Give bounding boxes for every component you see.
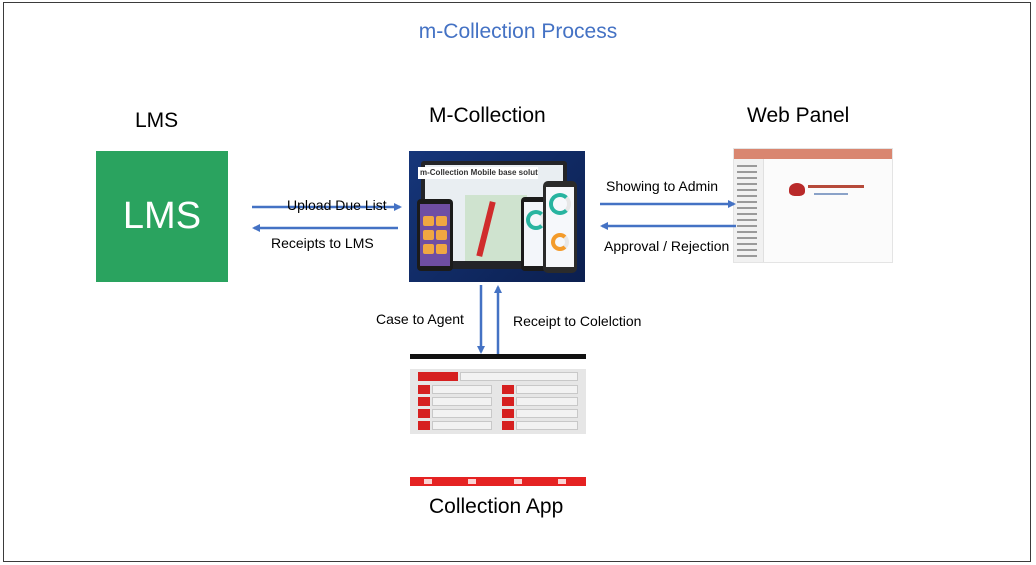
tablet-tile bbox=[423, 230, 434, 240]
sidebar-line bbox=[737, 177, 757, 179]
app-menu-button bbox=[516, 397, 578, 406]
tablet-tile bbox=[436, 244, 447, 254]
sidebar-line bbox=[737, 243, 757, 245]
lms-box-label: LMS bbox=[122, 195, 202, 237]
m-collection-headline: m-Collection Mobile base solution bbox=[418, 167, 538, 179]
company-logo-icon bbox=[789, 183, 805, 196]
donut-chart-icon bbox=[551, 233, 569, 251]
map-illustration bbox=[465, 195, 527, 261]
app-menu-icon bbox=[502, 421, 514, 430]
sidebar-line bbox=[737, 219, 757, 221]
edge-label-approval-rejection: Approval / Rejection bbox=[604, 238, 730, 254]
edge-label-showing-to-admin: Showing to Admin bbox=[606, 178, 719, 194]
tablet-screen bbox=[420, 204, 450, 266]
sidebar-line bbox=[737, 201, 757, 203]
company-name-line bbox=[808, 185, 864, 188]
app-menu-button bbox=[516, 385, 578, 394]
sidebar-line bbox=[737, 249, 757, 251]
phone-illustration-large bbox=[543, 181, 577, 273]
app-menu-button bbox=[432, 421, 492, 430]
sidebar-line bbox=[737, 231, 757, 233]
lms-heading: LMS bbox=[135, 109, 179, 132]
app-menu-button bbox=[516, 409, 578, 418]
sidebar-line bbox=[737, 165, 757, 167]
app-bottom-nav bbox=[410, 477, 586, 486]
nav-icon bbox=[424, 479, 432, 484]
sidebar-line bbox=[737, 213, 757, 215]
edge-label-upload-due-list: Upload Due List bbox=[287, 197, 387, 213]
collection-app-heading: Collection App bbox=[429, 495, 564, 518]
nav-icon bbox=[558, 479, 566, 484]
sidebar-line bbox=[737, 255, 757, 257]
web-panel-heading: Web Panel bbox=[747, 104, 850, 127]
nav-icon bbox=[514, 479, 522, 484]
app-header bbox=[410, 359, 586, 369]
phone-screen-large bbox=[546, 187, 574, 267]
app-menu-icon bbox=[502, 409, 514, 418]
m-collection-heading: M-Collection bbox=[429, 104, 546, 127]
diagram-frame bbox=[3, 2, 1031, 562]
sidebar-line bbox=[737, 189, 757, 191]
tablet-tile bbox=[436, 230, 447, 240]
sidebar-line bbox=[737, 225, 757, 227]
app-menu-button bbox=[432, 409, 492, 418]
app-menu-icon bbox=[502, 385, 514, 394]
diagram-title: m-Collection Process bbox=[418, 20, 618, 43]
donut-chart-icon bbox=[549, 193, 571, 215]
collection-app-screenshot bbox=[410, 354, 586, 434]
m-collection-screenshot: m-Collection Mobile base solution bbox=[409, 151, 585, 282]
edge-label-case-to-agent: Case to Agent bbox=[376, 311, 464, 327]
app-menu-icon bbox=[418, 421, 430, 430]
app-menu-icon bbox=[418, 409, 430, 418]
app-status-bar bbox=[410, 354, 586, 359]
app-menu-icon bbox=[502, 397, 514, 406]
app-tab bbox=[460, 372, 578, 381]
web-panel-screenshot bbox=[733, 148, 893, 263]
edge-label-receipt-to-collection: Receipt to Colelction bbox=[513, 313, 642, 329]
sidebar-line bbox=[737, 183, 757, 185]
tablet-tile bbox=[436, 216, 447, 226]
nav-icon bbox=[468, 479, 476, 484]
sidebar-line bbox=[737, 195, 757, 197]
app-menu-button bbox=[516, 421, 578, 430]
web-panel-topbar bbox=[734, 149, 892, 159]
tablet-tile bbox=[423, 216, 434, 226]
web-panel-sidebar bbox=[734, 159, 764, 262]
edge-label-receipts-to-lms: Receipts to LMS bbox=[271, 235, 374, 251]
app-tab-active bbox=[418, 372, 458, 381]
tablet-tile bbox=[423, 244, 434, 254]
app-menu-button bbox=[432, 397, 492, 406]
app-menu-icon bbox=[418, 385, 430, 394]
app-menu-icon bbox=[418, 397, 430, 406]
sidebar-line bbox=[737, 171, 757, 173]
app-menu-button bbox=[432, 385, 492, 394]
welcome-line bbox=[814, 193, 848, 195]
tablet-illustration bbox=[417, 199, 453, 271]
lms-node: LMS bbox=[96, 151, 228, 282]
sidebar-line bbox=[737, 207, 757, 209]
sidebar-line bbox=[737, 237, 757, 239]
